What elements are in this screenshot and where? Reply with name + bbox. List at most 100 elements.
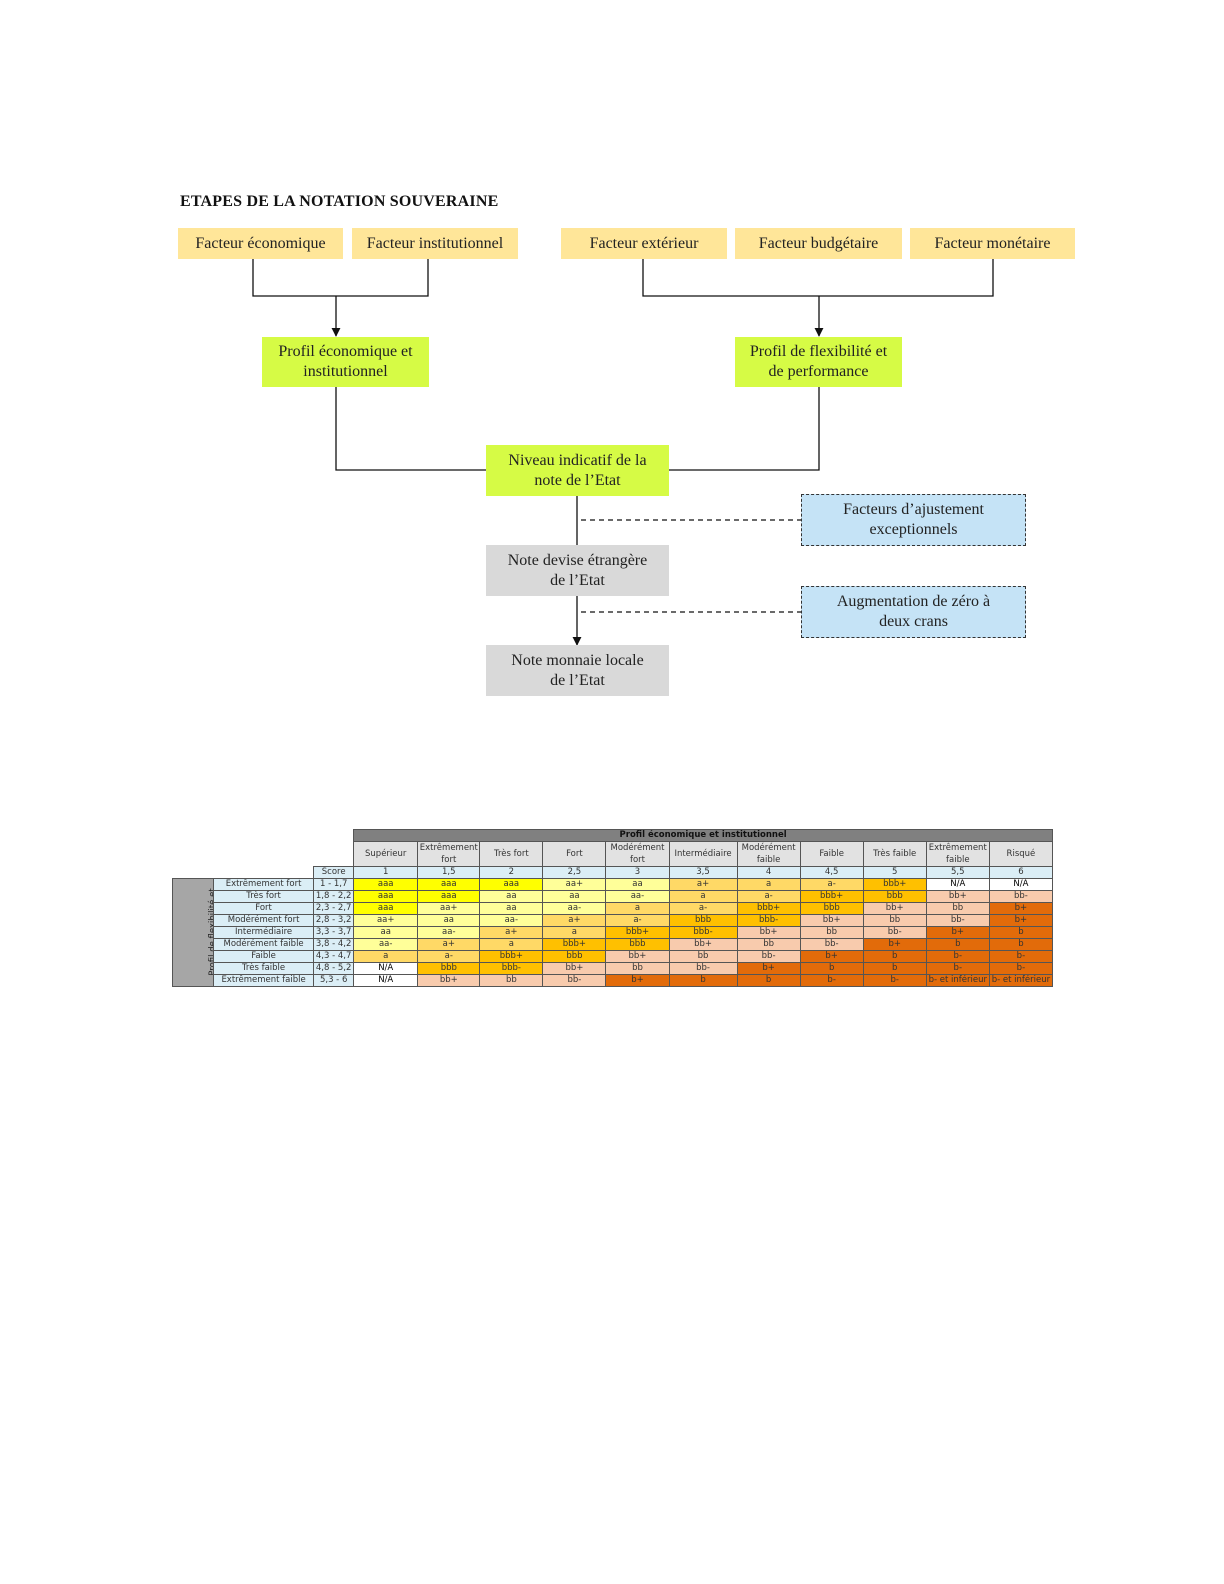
rating-cell: aaa (353, 902, 419, 915)
rating-cell: a+ (417, 938, 481, 951)
rating-cell: bb (605, 962, 670, 975)
row-label: Très fort (213, 890, 315, 903)
rating-cell: a- (799, 878, 864, 891)
rating-cell: a- (417, 950, 481, 963)
column-header: Modérément faible (736, 841, 801, 867)
column-header: Très fort (479, 841, 544, 867)
rating-cell: bb (668, 950, 738, 963)
rating-cell: b (988, 926, 1054, 939)
rating-cell: aa+ (542, 878, 607, 891)
row-range: 2,8 - 3,2 (313, 914, 355, 927)
matrix-supertitle: Profil économique et institutionnel (353, 829, 1053, 842)
rating-cell: aa (353, 926, 419, 939)
rating-cell: bbb+ (542, 938, 607, 951)
rating-cell: bb+ (799, 914, 864, 927)
rating-cell: bb+ (542, 962, 607, 975)
rating-cell: a (736, 878, 801, 891)
factor-monetary: Facteur monétaire (910, 228, 1075, 259)
rating-cell: a+ (542, 914, 607, 927)
rating-cell: bbb+ (862, 878, 927, 891)
rating-cell: aaa (479, 878, 544, 891)
profile-economic-institutional: Profil économique et institutionnel (262, 337, 429, 387)
rating-cell: aa+ (417, 902, 481, 915)
score-value: 6 (988, 866, 1054, 879)
rating-cell: bbb- (668, 926, 738, 939)
row-range: 1,8 - 2,2 (313, 890, 355, 903)
rating-cell: b (925, 938, 990, 951)
factor-budget: Facteur budgétaire (735, 228, 902, 259)
rating-cell: aa (479, 890, 544, 903)
column-header: Extrêmement fort (417, 841, 481, 867)
rating-cell: a (542, 926, 607, 939)
score-value: 2,5 (542, 866, 607, 879)
rating-cell: bb (479, 974, 544, 987)
rating-cell: aa- (605, 890, 670, 903)
rating-cell: b (988, 938, 1054, 951)
column-header: Extrêmement faible (925, 841, 990, 867)
rating-cell: bb+ (925, 890, 990, 903)
rating-cell: bbb (605, 938, 670, 951)
rating-cell: b+ (988, 902, 1054, 915)
rating-cell: aa- (479, 914, 544, 927)
indicative-rating-level: Niveau indicatif de la note de l’Etat (486, 445, 669, 496)
rating-cell: bb- (542, 974, 607, 987)
side-label: Profil de flexibilité et de performance (171, 878, 215, 987)
rating-cell: aa- (542, 902, 607, 915)
score-value: 3 (605, 866, 670, 879)
rating-cell: bb- (925, 914, 990, 927)
rating-cell: bb- (988, 890, 1054, 903)
rating-cell: b- (988, 950, 1054, 963)
rating-cell: b- et inférieur (988, 974, 1054, 987)
score-label: Score (313, 866, 355, 879)
row-range: 4,8 - 5,2 (313, 962, 355, 975)
row-label: Très faible (213, 962, 315, 975)
rating-cell: bb (799, 926, 864, 939)
column-header: Intermédiaire (668, 841, 738, 867)
rating-cell: bbb+ (736, 902, 801, 915)
rating-cell: bb (862, 914, 927, 927)
rating-cell: a (353, 950, 419, 963)
rating-cell: bb+ (668, 938, 738, 951)
rating-cell: bb- (668, 962, 738, 975)
rating-cell: b+ (862, 938, 927, 951)
rating-cell: aaa (417, 878, 481, 891)
score-value: 1,5 (417, 866, 481, 879)
row-range: 1 - 1,7 (313, 878, 355, 891)
rating-cell: aaa (417, 890, 481, 903)
rating-cell: b- et inférieur (925, 974, 990, 987)
page-title: ETAPES DE LA NOTATION SOUVERAINE (180, 193, 499, 210)
row-label: Faible (213, 950, 315, 963)
score-value: 4,5 (799, 866, 864, 879)
rating-cell: b (862, 950, 927, 963)
rating-cell: bb+ (862, 902, 927, 915)
rating-cell: a+ (668, 878, 738, 891)
rating-cell: aa (605, 878, 670, 891)
column-header: Faible (799, 841, 864, 867)
table-row: Profil de flexibilité et de performanceE… (171, 878, 1054, 987)
row-range: 3,3 - 3,7 (313, 926, 355, 939)
score-value: 5,5 (925, 866, 990, 879)
rating-cell: b- (862, 974, 927, 987)
rating-cell: aaa (353, 890, 419, 903)
rating-cell: bbb (799, 902, 864, 915)
factor-external: Facteur extérieur (561, 228, 727, 259)
rating-cell: bbb (668, 914, 738, 927)
rating-cell: aa+ (353, 914, 419, 927)
rating-cell: b- (925, 962, 990, 975)
score-value: 3,5 (668, 866, 738, 879)
profile-flexibility-performance: Profil de flexibilité et de performance (735, 337, 902, 387)
rating-cell: bbb+ (605, 926, 670, 939)
rating-cell: bb- (736, 950, 801, 963)
score-value: 4 (736, 866, 801, 879)
rating-cell: b (736, 974, 801, 987)
rating-cell: b- (988, 962, 1054, 975)
rating-cell: b+ (736, 962, 801, 975)
rating-cell: b- (925, 950, 990, 963)
row-range: 4,3 - 4,7 (313, 950, 355, 963)
